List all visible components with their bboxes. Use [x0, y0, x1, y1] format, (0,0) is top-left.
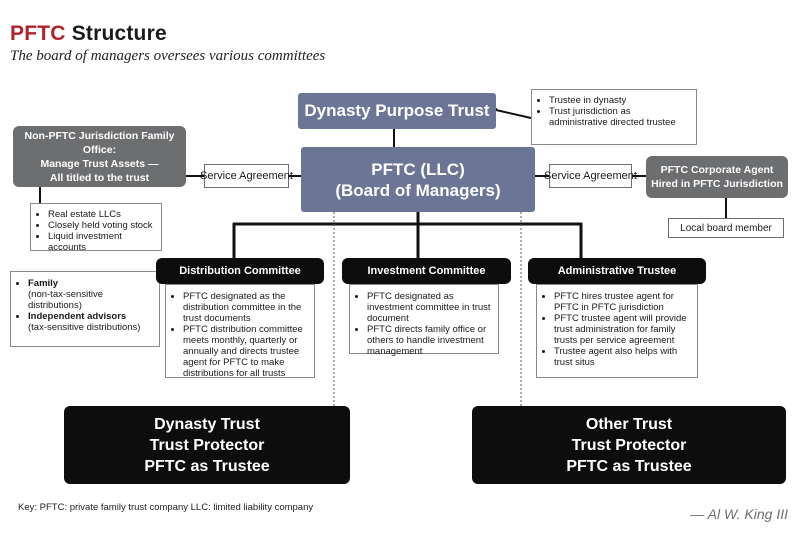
corporate-agent-line-1: PFTC Corporate Agent	[660, 164, 774, 176]
pftc-llc-sublabel: (Board of Managers)	[335, 180, 501, 200]
service-agreement-left-label: Service Agreement	[200, 170, 293, 182]
list-item: PFTC trustee agent will provide trust ad…	[554, 313, 693, 346]
dynasty-trust-line-1: Dynasty Trust	[154, 415, 260, 433]
list-item: Trustee in dynasty	[549, 95, 690, 106]
investment-notes-list: PFTC designated as investment committee …	[356, 291, 494, 357]
other-trust-box: Other Trust Trust Protector PFTC as Trus…	[472, 406, 786, 484]
list-item: Liquid investment accounts	[48, 231, 157, 253]
dynasty-purpose-notes-list: Trustee in dynasty Trust jurisdiction as…	[538, 95, 690, 128]
local-board-member-box: Local board member	[668, 218, 784, 238]
family-advisors-box: Family (non-tax-sensitive distributions)…	[10, 271, 160, 347]
independent-advisor-bold: Independent advisors	[28, 311, 127, 322]
independent-advisor-sub: (tax-sensitive distributions)	[28, 322, 141, 333]
family-office-line-1: Non-PFTC Jurisdiction Family Office:	[24, 129, 175, 156]
list-item: PFTC designated as the distribution comm…	[183, 291, 310, 324]
service-agreement-left: Service Agreement	[200, 164, 293, 188]
family-advisors-list: Family (non-tax-sensitive distributions)…	[17, 278, 155, 333]
investment-notes-box: PFTC designated as investment committee …	[349, 284, 499, 357]
connector-dpt-to-pftc	[393, 128, 395, 148]
figure-title: PFTC Structure	[10, 22, 167, 46]
family-office-line-2: Manage Trust Assets —	[40, 157, 159, 170]
administrative-notes-list: PFTC hires trustee agent for PFTC in PFT…	[543, 291, 693, 368]
distribution-committee-label: Distribution Committee	[179, 265, 301, 277]
corporate-agent-line-2: Hired in PFTC Jurisdiction	[651, 178, 783, 190]
list-item: Trustee agent also helps with trust situ…	[554, 346, 693, 368]
list-item: PFTC designated as investment committee …	[367, 291, 494, 324]
dynasty-trust-line-3: PFTC as Trustee	[144, 457, 270, 475]
list-item: Family (non-tax-sensitive distributions)	[28, 278, 155, 311]
dynasty-purpose-trust-label: Dynasty Purpose Trust	[304, 101, 490, 120]
administrative-notes-box: PFTC hires trustee agent for PFTC in PFT…	[536, 284, 698, 378]
service-agreement-right-label: Service Agreement	[544, 170, 637, 182]
distribution-committee-box: Distribution Committee	[156, 258, 324, 284]
key-legend: Key: PFTC: private family trust company …	[18, 502, 314, 513]
corporate-agent-box: PFTC Corporate Agent Hired in PFTC Juris…	[646, 156, 788, 198]
other-trust-line-3: PFTC as Trustee	[566, 457, 692, 475]
administrative-trustee-box: Administrative Trustee	[528, 258, 706, 284]
connector-dpt-to-notes	[495, 108, 497, 110]
other-trust-line-1: Other Trust	[585, 415, 673, 433]
investment-committee-box: Investment Committee	[342, 258, 511, 284]
title-rest: Structure	[71, 22, 167, 45]
other-trust-line-2: Trust Protector	[571, 436, 687, 454]
list-item: PFTC hires trustee agent for PFTC in PFT…	[554, 291, 693, 313]
connector-dpt-notes-line	[495, 109, 532, 119]
distribution-notes-box: PFTC designated as the distribution comm…	[165, 284, 315, 379]
figure-subtitle: The board of managers oversees various c…	[10, 48, 326, 64]
family-advisor-bold: Family	[28, 278, 59, 289]
list-item: Independent advisors (tax-sensitive dist…	[28, 311, 155, 333]
list-item: PFTC directs family office or others to …	[367, 324, 494, 357]
administrative-trustee-label: Administrative Trustee	[557, 265, 677, 277]
family-office-box: Non-PFTC Jurisdiction Family Office: Man…	[13, 126, 186, 187]
list-item: Trust jurisdiction as administrative dir…	[549, 106, 690, 128]
dynasty-purpose-notes-box: Trustee in dynasty Trust jurisdiction as…	[531, 89, 697, 145]
distribution-notes-list: PFTC designated as the distribution comm…	[172, 291, 310, 379]
investment-committee-label: Investment Committee	[367, 265, 486, 277]
service-agreement-right: Service Agreement	[544, 164, 637, 188]
dynasty-trust-box: Dynasty Trust Trust Protector PFTC as Tr…	[64, 406, 350, 484]
family-office-notes-box: Real estate LLCs Closely held voting sto…	[30, 203, 162, 253]
list-item: Real estate LLCs	[48, 209, 157, 220]
dynasty-trust-line-2: Trust Protector	[149, 436, 265, 454]
family-advisor-sub: (non-tax-sensitive distributions)	[28, 289, 103, 311]
title-red-part: PFTC	[10, 22, 66, 45]
pftc-llc-label: PFTC (LLC)	[371, 159, 465, 179]
local-board-member-label: Local board member	[680, 222, 772, 234]
list-item: Closely held voting stock	[48, 220, 157, 231]
family-office-notes-list: Real estate LLCs Closely held voting sto…	[37, 209, 157, 253]
list-item: PFTC distribution committee meets monthl…	[183, 324, 310, 379]
author-credit: — Al W. King III	[690, 506, 788, 522]
dynasty-purpose-trust-box: Dynasty Purpose Trust	[298, 93, 496, 129]
pftc-llc-box: PFTC (LLC) (Board of Managers)	[301, 147, 535, 212]
family-office-line-3: All titled to the trust	[49, 171, 150, 184]
